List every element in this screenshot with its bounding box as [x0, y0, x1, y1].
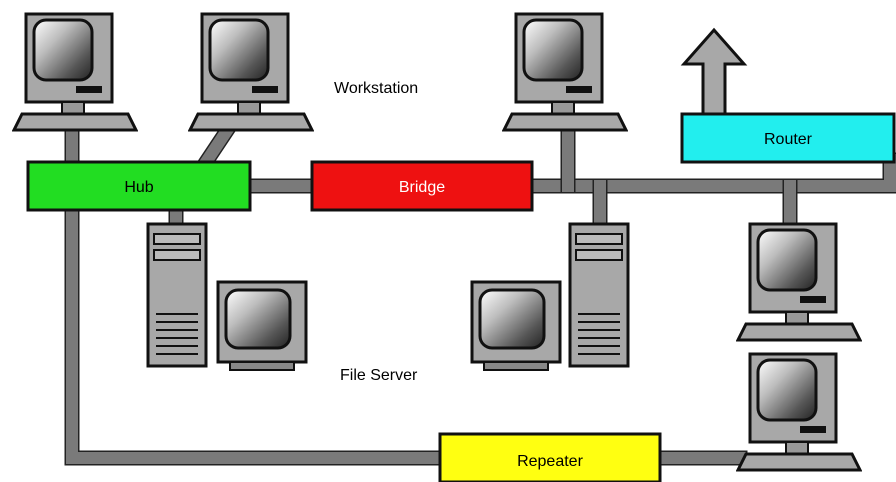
- repeater-device[interactable]: Repeater: [438, 432, 662, 482]
- hub-label: Hub: [124, 179, 153, 196]
- router-device[interactable]: Router: [680, 112, 896, 164]
- hub-device[interactable]: Hub: [26, 160, 252, 212]
- workstation-label: Workstation: [334, 80, 418, 97]
- workstation-icon: [736, 222, 862, 342]
- workstation-icon: [188, 12, 314, 132]
- bridge-device[interactable]: Bridge: [310, 160, 534, 212]
- bridge-box: [310, 160, 534, 212]
- workstation-icon: [12, 12, 138, 132]
- hub-box: [26, 160, 252, 212]
- router-label: Router: [764, 131, 813, 148]
- file-server-icon: [470, 222, 630, 372]
- workstation-icon: [502, 12, 628, 132]
- network-cables: [64, 121, 896, 466]
- repeater-label: Repeater: [517, 453, 583, 470]
- bridge-label: Bridge: [399, 179, 445, 196]
- router-uplink-arrow-icon: [680, 27, 748, 118]
- workstation-icon: [736, 352, 862, 472]
- router-box: [680, 112, 896, 164]
- file-server-label: File Server: [340, 367, 418, 384]
- file-server-icon: [146, 222, 308, 372]
- repeater-box: [438, 432, 662, 482]
